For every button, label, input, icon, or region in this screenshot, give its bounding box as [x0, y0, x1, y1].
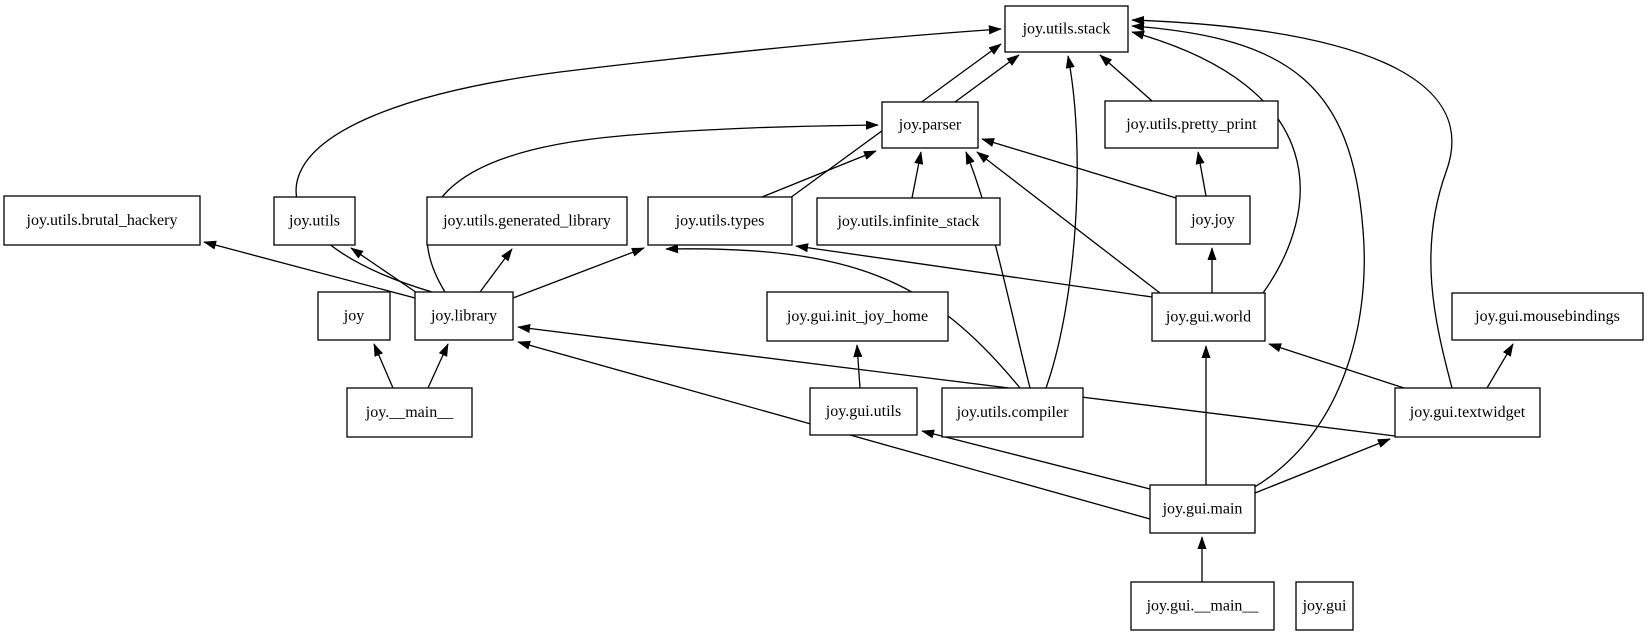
node-box-joy-gui-mousebindings [1451, 292, 1644, 341]
node-box-joy-gui-main [1149, 484, 1256, 534]
node-box-joy-library [414, 291, 514, 341]
edge-joy-utils-pretty-print-to-joy-utils-stack [1099, 54, 1153, 102]
node-box-joy-gui-init-joy-home [766, 291, 949, 342]
node-box-joy-gui-textwidget [1394, 387, 1541, 438]
node-label-joy-gui: joy.gui [1302, 598, 1347, 615]
node-label-joy-gui-utils: joy.gui.utils [825, 403, 901, 420]
node-box-joy [317, 291, 391, 341]
edge-joy-main-to-joy-library [427, 343, 449, 389]
node-box-joy-gui-utils [809, 387, 918, 436]
nodes-layer: joy.utils.stack joy.parser joy.utils.prett… [3, 5, 1644, 631]
node-label-joy-utils-stack: joy.utils.stack [1022, 21, 1111, 38]
edge-joy-gui-utils-to-joy-gui-init-joy-home [853, 344, 863, 389]
edge-joy-gui-textwidget-to-joy-library [517, 323, 1396, 437]
edge-joy-library-to-joy-utils-stack [295, 25, 1002, 293]
node-joy-utils-brutal-hackery: joy.utils.brutal_hackery [3, 195, 201, 246]
edge-joy-gui-main-to-joy-gui-textwidget [1254, 438, 1391, 494]
node-joy-library: joy.library [414, 291, 514, 341]
node-joy-gui-init-joy-home: joy.gui.init_joy_home [766, 291, 949, 342]
edge-joy-gui-textwidget-to-joy-utils-stack [1131, 15, 1453, 389]
node-joy-joy: joy.joy [1175, 195, 1251, 245]
node-joy-main: joy.__main__ [346, 387, 473, 438]
node-label-joy-gui-textwidget: joy.gui.textwidget [1409, 404, 1526, 421]
edge-joy-library-to-joy-utils-types [512, 247, 645, 299]
node-label-joy-utils-compiler: joy.utils.compiler [956, 404, 1070, 421]
edge-joy-library-to-joy-utils-brutal-hackery [203, 240, 416, 299]
node-joy-utils-compiler: joy.utils.compiler [941, 387, 1084, 438]
edge-joy-utils-compiler-to-joy-utils-types [665, 244, 1021, 389]
edge-joy-library-to-joy-utils [350, 247, 421, 296]
edge-joy-gui-textwidget-to-joy-gui-world [1268, 343, 1405, 389]
edge-joy-joy-to-joy-utils-pretty-print [1195, 151, 1207, 197]
node-joy-gui-textwidget: joy.gui.textwidget [1394, 387, 1541, 438]
edge-joy-utils-compiler-to-joy-parser [965, 151, 1031, 389]
node-label-joy-main: joy.__main__ [365, 404, 454, 421]
node-label-joy-gui-main: joy.gui.main [1162, 501, 1243, 518]
edge-joy-utils-infinite-stack-to-joy-parser [911, 151, 924, 199]
node-label-joy-utils-generated-library: joy.utils.generated_library [442, 213, 611, 230]
node-box-joy-gui-world [1151, 292, 1266, 342]
node-joy-parser: joy.parser [881, 101, 979, 149]
node-joy-utils-stack: joy.utils.stack [1004, 5, 1129, 53]
node-box-joy-main [346, 387, 473, 438]
node-joy-gui-utils: joy.gui.utils [809, 387, 918, 436]
node-label-joy-joy: joy.joy [1190, 212, 1235, 229]
edge-joy-parser-to-joy-utils-stack [954, 54, 1020, 103]
edge-joy-gui-main-to-joy-gui-utils [921, 429, 1151, 490]
node-label-joy-gui-mousebindings: joy.gui.mousebindings [1474, 308, 1620, 325]
node-joy-gui-world: joy.gui.world [1151, 292, 1266, 342]
node-joy-utils: joy.utils [273, 196, 356, 246]
edge-joy-utils-compiler-to-joy-utils-stack [1045, 55, 1078, 389]
node-box-joy-gui [1295, 581, 1354, 631]
node-label-joy-utils: joy.utils [288, 213, 340, 230]
node-box-joy-parser [881, 101, 979, 149]
edge-joy-main-to-joy [373, 343, 394, 389]
node-joy-gui-mousebindings: joy.gui.mousebindings [1451, 292, 1644, 341]
node-joy-gui: joy.gui [1295, 581, 1354, 631]
edge-joy-joy-to-joy-parser [981, 138, 1177, 199]
node-label-joy-library: joy.library [430, 308, 497, 325]
node-box-joy-utils [273, 196, 356, 246]
node-joy-utils-pretty-print: joy.utils.pretty_print [1104, 100, 1279, 149]
node-box-joy-utils-generated-library [426, 196, 628, 246]
node-label-joy-gui-init-joy-home: joy.gui.init_joy_home [786, 308, 928, 325]
node-joy-utils-types: joy.utils.types [647, 196, 793, 246]
node-box-joy-joy [1175, 195, 1251, 245]
node-label-joy-utils-brutal-hackery: joy.utils.brutal_hackery [26, 212, 178, 229]
node-label-joy-utils-types: joy.utils.types [675, 213, 765, 230]
node-box-joy-utils-infinite-stack [816, 197, 1001, 246]
node-box-joy-utils-stack [1004, 5, 1129, 53]
node-label-joy: joy [343, 308, 364, 325]
node-box-joy-gui-main-module [1130, 581, 1275, 631]
node-box-joy-utils-brutal-hackery [3, 195, 201, 246]
node-label-joy-gui-main-module: joy.gui.__main__ [1146, 598, 1260, 615]
node-joy: joy [317, 291, 391, 341]
node-joy-gui-main: joy.gui.main [1149, 484, 1256, 534]
node-joy-utils-generated-library: joy.utils.generated_library [426, 196, 628, 246]
edge-joy-library-to-joy-utils-generated-library [479, 248, 513, 293]
edge-joy-gui-world-to-joy-utils-stack [1131, 30, 1301, 294]
edge-joy-gui-world-to-joy-parser [976, 151, 1161, 294]
node-label-joy-parser: joy.parser [898, 117, 962, 134]
edge-joy-gui-main-to-joy-utils-stack [1131, 22, 1365, 489]
node-label-joy-utils-infinite-stack: joy.utils.infinite_stack [836, 213, 979, 230]
node-label-joy-gui-world: joy.gui.world [1165, 309, 1251, 326]
node-box-joy-utils-types [647, 196, 793, 246]
node-box-joy-utils-compiler [941, 387, 1084, 438]
node-box-joy-utils-pretty-print [1104, 100, 1279, 149]
node-joy-utils-infinite-stack: joy.utils.infinite_stack [816, 197, 1001, 246]
edge-joy-gui-textwidget-to-joy-gui-mousebindings [1486, 343, 1514, 389]
node-joy-gui-main-module: joy.gui.__main__ [1130, 581, 1275, 631]
edge-joy-utils-types-to-joy-parser [761, 150, 877, 198]
node-label-joy-utils-pretty-print: joy.utils.pretty_print [1125, 116, 1257, 133]
edge-joy-gui-world-to-joy-utils-types [795, 243, 1153, 298]
